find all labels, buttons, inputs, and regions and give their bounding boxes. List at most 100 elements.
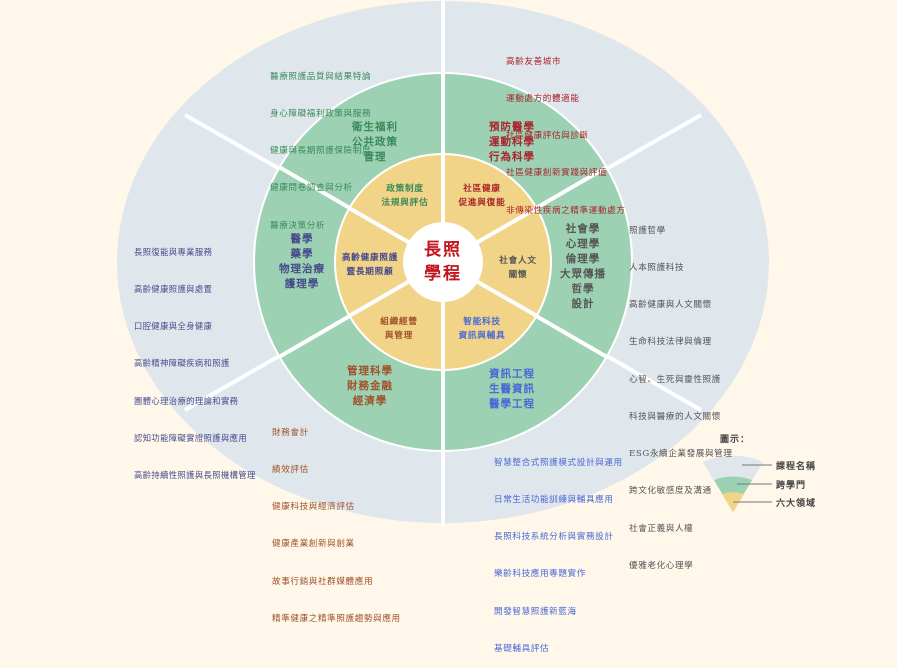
course-item: 高齡健康照護與處置 [134,284,213,295]
domain-line: 資訊與輔具 [458,330,506,341]
discipline-item: 倫理學 [565,253,601,265]
domain-line: 社會人文 [499,256,537,266]
program-title-line2: 學程 [424,264,462,284]
discipline-item: 大眾傳播 [560,268,606,280]
domain-management: 組織經營 與管理 [359,316,439,343]
discipline-item: 經濟學 [352,395,388,407]
course-item: 基礎輔具評估 [494,643,550,654]
course-item: 身心障礙福利政策與服務 [270,109,372,120]
discipline-item: 藥學 [290,248,314,260]
course-item: 社區健康評估與診斷 [506,131,589,142]
legend-label-domains: 六大領域 [776,499,817,509]
discipline-item: 心理學 [565,238,601,250]
domain-line: 關懷 [508,269,528,280]
disciplines-policy: 衛生福利 公共政策 管理 [335,120,415,165]
discipline-item: 財務金融 [347,380,393,392]
course-item: 智慧整合式照護模式設計與運用 [494,457,623,468]
course-item: 社會正義與人權 [629,523,694,534]
course-item: 非傳染性疾病之精準運動處方 [506,205,626,216]
course-item: 心智、生死與靈性照護 [629,374,721,385]
courses-management: 財務會計 績效評估 健康科技與經濟評估 健康產業創新與創業 故事行銷與社群媒體應… [272,402,401,638]
course-item: 健康問卷調查與分析 [270,183,353,194]
course-item: 財務會計 [272,427,309,438]
discipline-item: 管理科學 [347,365,393,377]
legend-fan [703,455,772,512]
course-item: 科技與醫療的人文關懷 [629,411,721,422]
discipline-item: 設計 [571,298,595,310]
long-term-care-program-diagram [117,0,772,527]
course-item: 績效評估 [272,465,309,476]
discipline-item: 社會學 [565,223,601,235]
program-title: 長照 學程 [408,238,478,286]
discipline-item: 醫學 [290,233,314,245]
domain-line: 智能科技 [463,317,501,327]
domain-tech: 智能科技 資訊與輔具 [442,316,522,343]
course-item: 生命科技法律與倫理 [629,337,712,348]
course-item: 認知功能障礙實證照護與應用 [134,432,248,443]
discipline-item: 衛生福利 [352,121,398,133]
disciplines-management: 管理科學 財務金融 經濟學 [330,364,410,409]
domain-community: 社區健康 促進與復能 [442,183,522,210]
discipline-item: 醫學工程 [489,398,535,410]
domain-care: 高齡健康照護 暨長期照顧 [335,252,405,279]
domain-line: 與管理 [384,330,414,341]
discipline-item: 資訊工程 [489,368,535,380]
course-item: 健康與長期照護保險制度 [270,146,372,157]
center-circle [403,222,483,302]
course-item: 高齡友善城市 [506,56,562,67]
discipline-item: 管理 [363,151,387,163]
discipline-item: 護理學 [284,278,320,290]
course-item: 優雅老化心理學 [629,560,694,571]
discipline-item: 行為科學 [489,151,535,163]
course-item: 高齡精神障礙疾病和照護 [134,358,230,369]
domain-line: 高齡健康照護 [341,253,399,263]
discipline-item: 哲學 [571,283,595,295]
course-item: 醫療照護品質與結果特論 [270,71,372,82]
course-item: ESG永續企業發展與管理 [629,449,733,460]
domain-line: 社區健康 [463,184,501,194]
course-item: 開發智慧照護新藍海 [494,606,577,617]
course-item: 社區健康創新實踐與評值 [506,168,608,179]
courses-care: 長照復能與專業服務 高齡健康照護與處置 口腔健康與全身健康 高齡精神障礙疾病和照… [134,221,256,494]
course-item: 高齡健康與人文關懷 [629,300,712,311]
course-item: 跨文化敏感度及溝通 [629,486,712,497]
courses-community: 高齡友善城市 運動處方的體適能 社區健康評估與診斷 社區健康創新實踐與評值 非傳… [506,31,626,230]
courses-tech: 智慧整合式照護模式設計與運用 日常生活功能訓練與輔具應用 長照科技系統分析與實務… [494,432,623,668]
disciplines-care: 醫學 藥學 物理治療 護理學 [268,232,336,292]
domain-policy: 政策制度 法規與評估 [365,183,445,210]
course-item: 樂齡科技應用專題實作 [494,569,586,580]
discipline-item: 運動科學 [489,136,535,148]
course-item: 照護哲學 [629,225,666,236]
discipline-item: 物理治療 [279,263,325,275]
courses-policy: 醫療照護品質與結果特論 身心障礙福利政策與服務 健康與長期照護保險制度 健康問卷… [270,46,371,245]
domain-line: 法規與評估 [381,197,429,208]
domain-line: 暨長期照顧 [346,266,394,277]
course-item: 長照復能與專業服務 [134,246,213,257]
domain-line: 政策制度 [386,184,424,194]
course-item: 健康科技與經濟評估 [272,502,355,513]
discipline-item: 公共政策 [352,136,398,148]
course-item: 高齡持續性照護與長照機構管理 [134,470,256,481]
legend-label-courses: 課程名稱 [776,462,817,472]
course-item: 日常生活功能訓練與輔具應用 [494,495,614,506]
discipline-item: 預防醫學 [489,121,535,133]
legend-label-disciplines: 跨學門 [776,481,807,491]
course-item: 人本照護科技 [629,263,685,274]
course-item: 故事行銷與社群媒體應用 [272,576,374,587]
program-title-line1: 長照 [424,240,462,260]
legend-title: 圖示： [720,435,751,445]
disciplines-tech: 資訊工程 生醫資訊 醫學工程 [472,367,552,412]
domain-line: 促進與復能 [458,197,506,208]
course-item: 口腔健康與全身健康 [134,321,213,332]
course-item: 醫療決策分析 [270,220,326,231]
domain-humanities: 社會人文 關懷 [490,255,546,282]
disciplines-community: 預防醫學 運動科學 行為科學 [472,120,552,165]
course-item: 健康產業創新與創業 [272,539,355,550]
domain-line: 組織經營 [380,317,418,327]
course-item: 團體心理治療的理論和實務 [134,395,239,406]
disciplines-humanities: 社會學 心理學 倫理學 大眾傳播 哲學 設計 [548,222,618,312]
course-item: 長照科技系統分析與實務設計 [494,532,614,543]
discipline-item: 生醫資訊 [489,383,535,395]
course-item: 精準健康之精準照護趨勢與應用 [272,613,401,624]
course-item: 運動處方的體適能 [506,94,580,105]
